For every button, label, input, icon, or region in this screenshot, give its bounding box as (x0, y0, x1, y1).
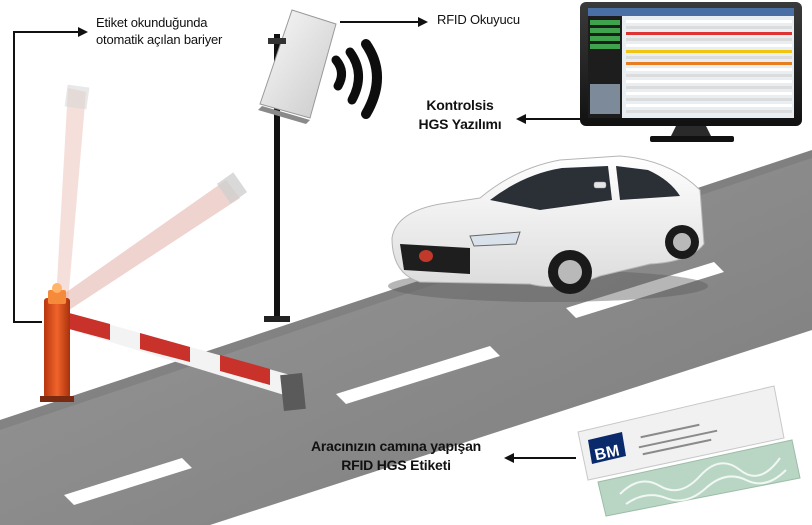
leader-lines (13, 17, 580, 463)
lane-markings (64, 262, 724, 505)
sticker-label-line2: RFID HGS Etiketi (341, 457, 451, 473)
signal-waves-icon (331, 39, 382, 119)
software-label: Kontrolsis HGS Yazılımı (406, 96, 514, 134)
barrier-label: Etiket okunduğunda otomatik açılan bariy… (96, 14, 266, 48)
barrier-motion-ghosts (56, 84, 248, 312)
rfid-tag-sticker: BM (577, 385, 801, 517)
monitor (580, 2, 802, 142)
car (388, 155, 708, 302)
barrier-arm (58, 310, 306, 412)
sticker-brand-text: BM (593, 442, 621, 464)
software-label-line1: Kontrolsis (426, 97, 494, 113)
barrier-pole (40, 283, 74, 402)
rfid-reader (258, 9, 337, 322)
reader-label: RFID Okuyucu (437, 12, 520, 27)
software-label-line2: HGS Yazılımı (418, 116, 502, 132)
barrier-label-line1: Etiket okunduğunda (96, 15, 208, 30)
sticker-label: Aracınızın camına yapışan RFID HGS Etike… (296, 437, 496, 475)
sticker-label-line1: Aracınızın camına yapışan (310, 438, 482, 454)
barrier-label-line2: otomatik açılan bariyer (96, 32, 223, 47)
